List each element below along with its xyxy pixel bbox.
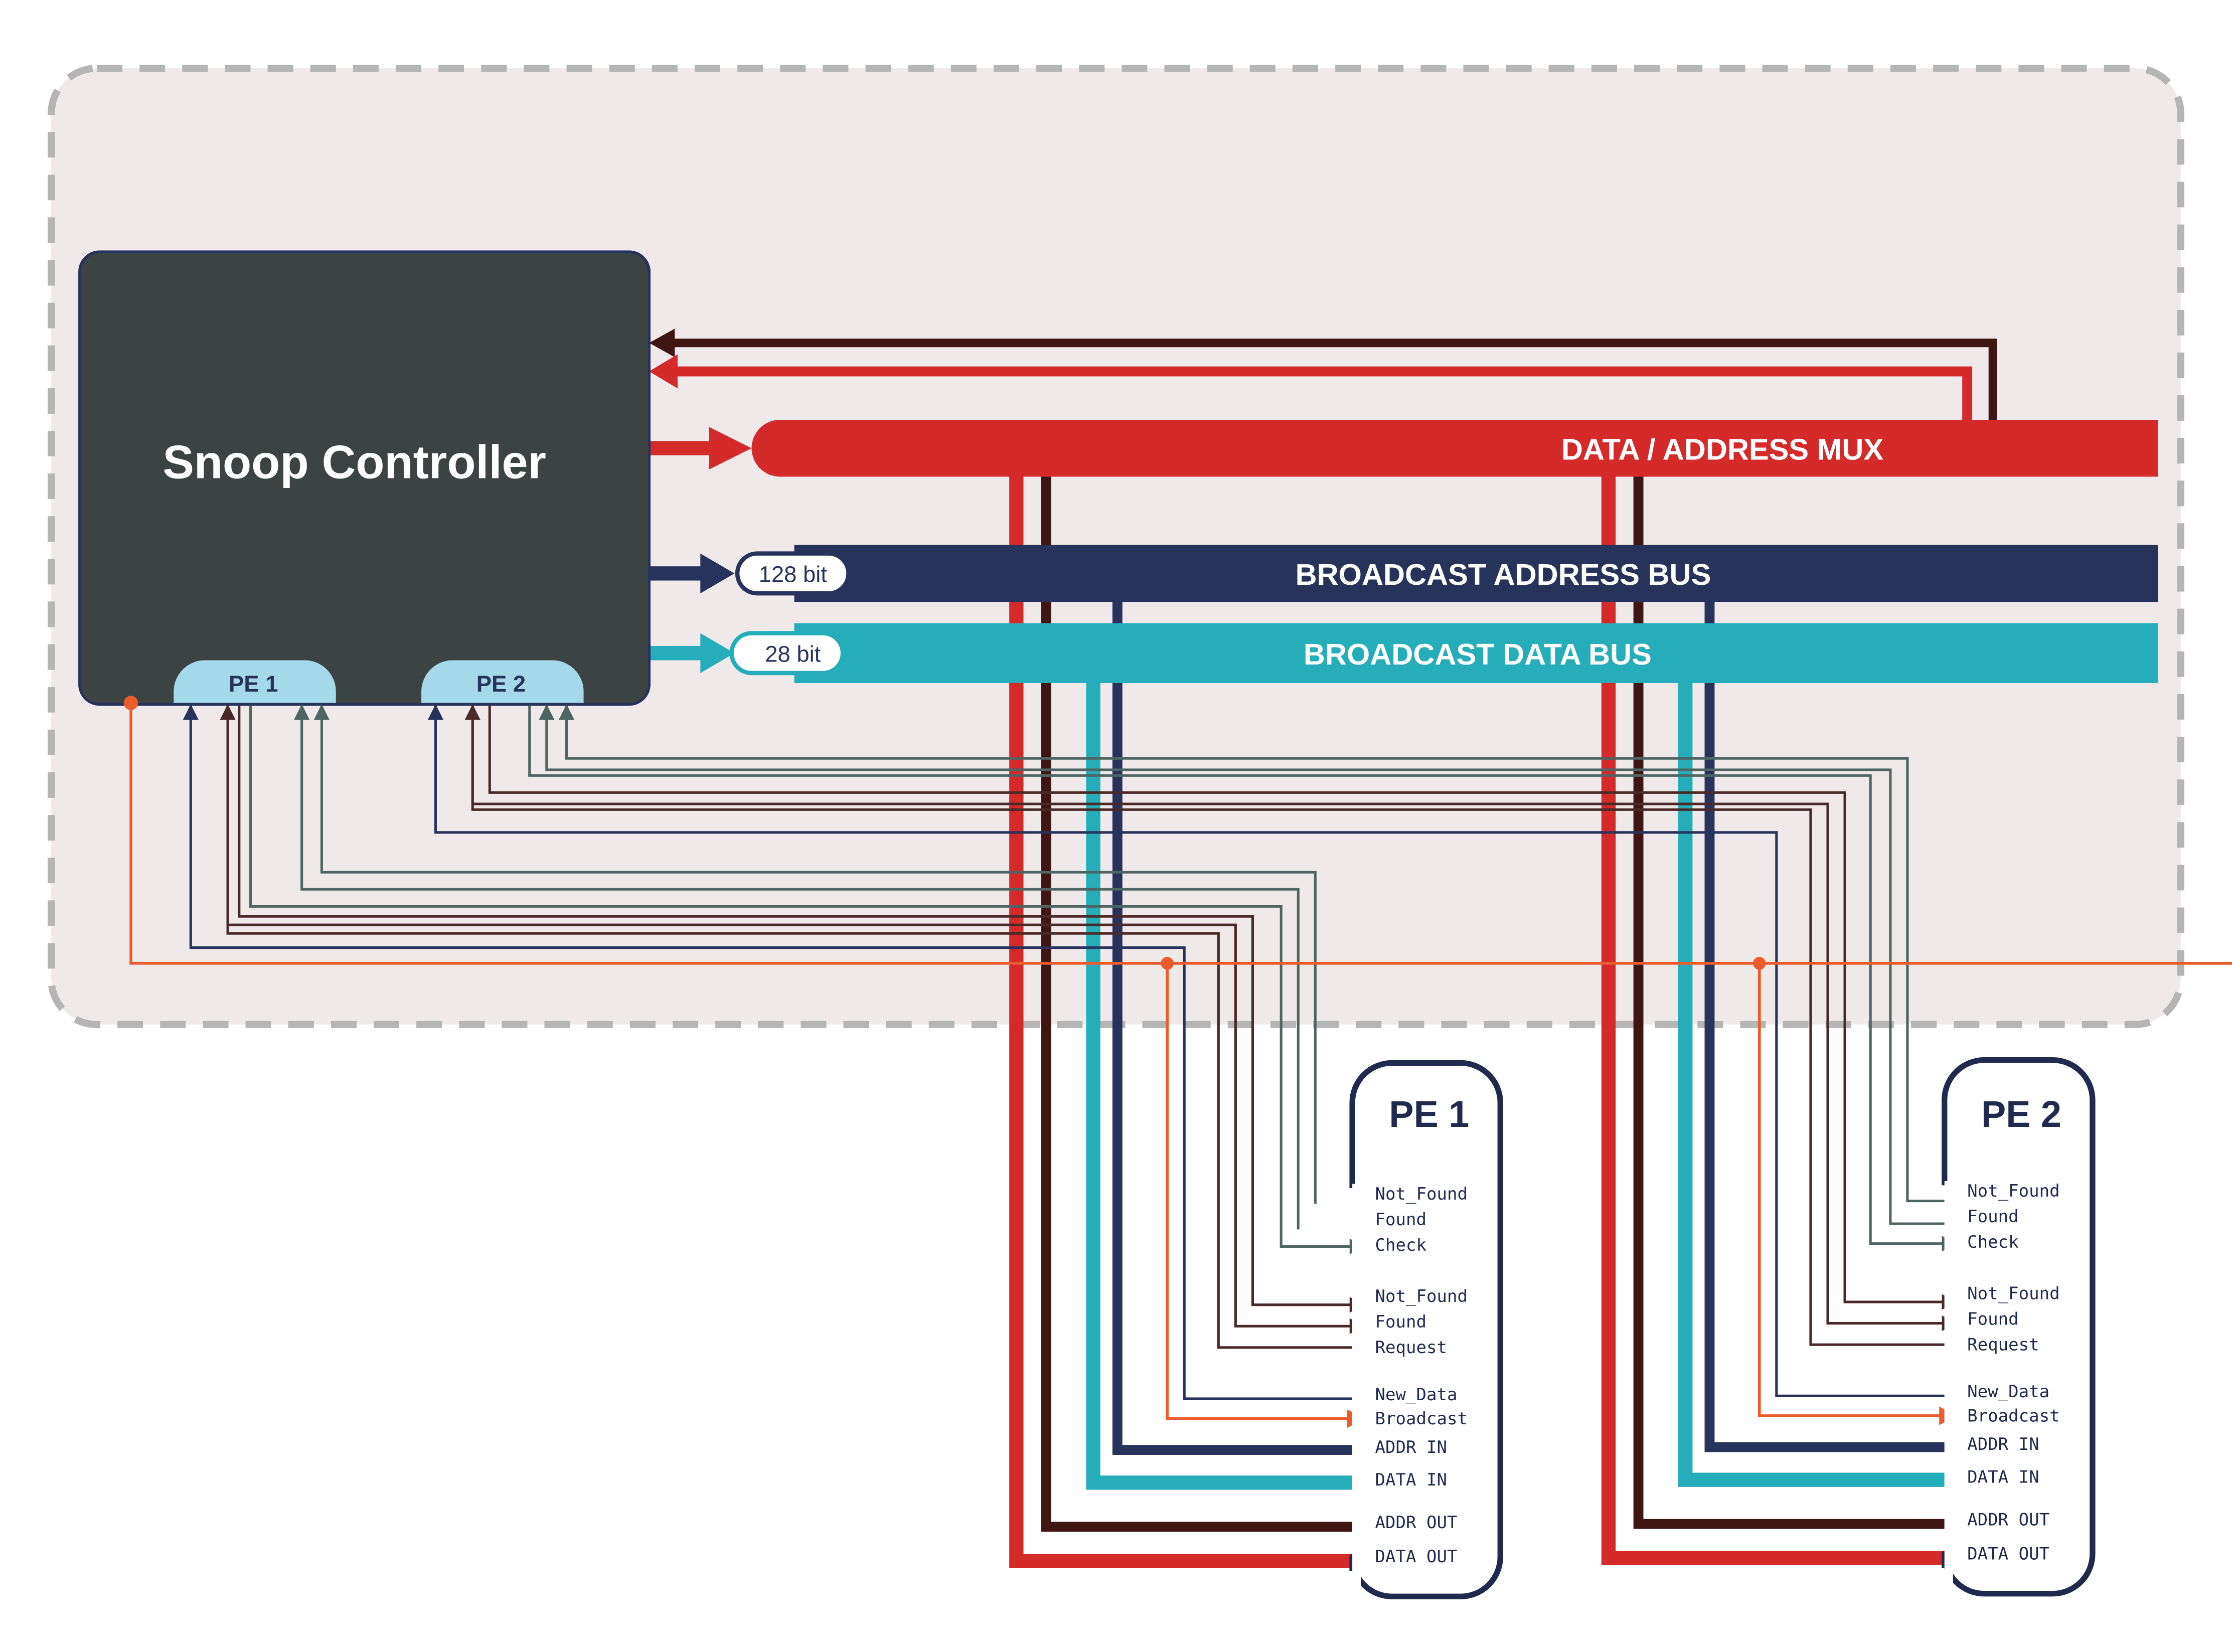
pe2-wire-found-a <box>539 704 1956 1225</box>
mux-feedback-lines <box>649 328 1997 421</box>
pe2-broadcast-junction <box>1753 957 1766 970</box>
pe2-control-wires <box>427 704 1958 1397</box>
pe1-wire-not-found-a <box>313 704 1317 1204</box>
pe2-data-in-line <box>1678 669 1956 1487</box>
data-bus: 28 bit BROADCAST DATA BUS <box>729 623 2158 683</box>
pe2-signal-new-data: New_Data <box>1967 1382 2049 1402</box>
mux-bus: DATA / ADDRESS MUX <box>751 419 2158 477</box>
feedback-line-red <box>658 366 1973 421</box>
mux-bus-label: DATA / ADDRESS MUX <box>1561 432 1883 466</box>
pe1-wire-found-a <box>294 704 1300 1230</box>
pe2-wire-new-data <box>427 704 1956 1397</box>
bus-drops <box>1009 469 1956 1568</box>
pe2-block: PE 2 Not_Found Found Check Not_Found Fou… <box>1942 1057 2096 1597</box>
address-input-arrowhead <box>700 553 735 594</box>
pe1-signal-data-in: DATA IN <box>1375 1470 1448 1490</box>
pe2-wire-check <box>528 706 1958 1252</box>
pe1-signal-found-b: Found <box>1375 1312 1427 1332</box>
pe2-addr-out-line <box>1633 469 1956 1529</box>
broadcast-main-line <box>129 703 2232 965</box>
pe2-wire-not-found-b <box>488 706 1958 1310</box>
pe1-control-wires <box>183 704 1365 1400</box>
snoop-controller: Snoop Controller PE 1 PE 2 <box>78 250 651 706</box>
pe2-signal-addr-out: ADDR OUT <box>1967 1510 2049 1530</box>
pe2-signal-not-found-a: Not_Found <box>1967 1181 2060 1201</box>
pe1-signal-broadcast: Broadcast <box>1375 1409 1468 1429</box>
pe2-signal-request: Request <box>1967 1335 2039 1355</box>
pe2-signal-data-out: DATA OUT <box>1967 1544 2049 1564</box>
port-pe1 <box>174 660 336 703</box>
pe2-signal-addr-in: ADDR IN <box>1967 1434 2039 1454</box>
data-input-arrowhead <box>700 633 735 673</box>
pe1-signal-not-found-b: Not_Found <box>1375 1286 1468 1306</box>
broadcast-origin-dot <box>123 696 138 710</box>
pe2-signal-not-found-b: Not_Found <box>1967 1283 2060 1303</box>
snoop-controller-title: Snoop Controller <box>163 435 546 488</box>
pe1-wire-new-data <box>183 704 1364 1400</box>
pe2-signal-broadcast: Broadcast <box>1967 1406 2060 1426</box>
pe1-signal-found-a: Found <box>1375 1210 1427 1230</box>
pe1-broadcast-line <box>1166 963 1366 1428</box>
pe1-signal-not-found-a: Not_Found <box>1375 1184 1468 1204</box>
feedback-arrowhead-brown <box>649 328 675 358</box>
pe1-addr-in-line <box>1112 597 1364 1455</box>
data-bus-label: BROADCAST DATA BUS <box>1304 637 1652 671</box>
pe1-signal-addr-in: ADDR IN <box>1375 1437 1448 1457</box>
pe1-signal-request: Request <box>1375 1338 1448 1358</box>
controller-output-arrows <box>649 427 752 673</box>
pe2-signal-labels: Not_Found Found Check Not_Found Found Re… <box>1967 1181 2060 1564</box>
data-bus-width-pill <box>729 631 845 676</box>
pe2-signal-check: Check <box>1967 1232 2019 1252</box>
pe1-signal-new-data: New_Data <box>1375 1385 1458 1405</box>
pe2-signal-data-in: DATA IN <box>1967 1467 2039 1487</box>
pe1-signal-addr-out: ADDR OUT <box>1375 1513 1458 1533</box>
feedback-arrowhead-red <box>649 354 678 389</box>
pe2-signal-found-a: Found <box>1967 1207 2019 1227</box>
mux-input-arrowhead <box>709 427 752 470</box>
pe1-block: PE 1 Not_Found Found Check Not_Found Fou… <box>1349 1060 1503 1600</box>
pe1-title: PE 1 <box>1389 1093 1469 1135</box>
pe1-signal-check: Check <box>1375 1235 1427 1255</box>
pe2-broadcast-line <box>1758 963 1958 1425</box>
pe2-wire-request <box>464 704 1956 1346</box>
pe1-signal-data-out: DATA OUT <box>1375 1547 1458 1567</box>
broadcast-signal <box>123 696 2232 1428</box>
port-pe1-label: PE 1 <box>229 671 278 697</box>
pe1-wire-request <box>220 704 1364 1349</box>
pe2-signal-found-b: Found <box>1967 1309 2019 1329</box>
pe1-broadcast-junction <box>1161 957 1174 970</box>
address-bus: 128 bit BROADCAST ADDRESS BUS <box>735 545 2158 602</box>
port-pe2 <box>421 660 584 703</box>
address-bus-width: 128 bit <box>759 561 828 587</box>
port-pe2-label: PE 2 <box>476 671 526 697</box>
pe1-data-in-line <box>1086 669 1364 1490</box>
pe1-wire-not-found-b <box>238 706 1365 1313</box>
pe2-wire-not-found-a <box>558 704 1956 1203</box>
pe1-wire-check <box>249 706 1365 1255</box>
pe1-signal-labels: Not_Found Found Check Not_Found Found Re… <box>1375 1184 1468 1567</box>
pe2-title: PE 2 <box>1981 1093 2061 1135</box>
pe1-addr-out-line <box>1041 469 1364 1532</box>
data-bus-width: 28 bit <box>765 641 821 667</box>
address-bus-width-pill <box>735 551 851 596</box>
feedback-line-brown <box>658 339 1997 421</box>
pe2-addr-in-line <box>1704 597 1956 1452</box>
address-bus-label: BROADCAST ADDRESS BUS <box>1296 558 1711 591</box>
